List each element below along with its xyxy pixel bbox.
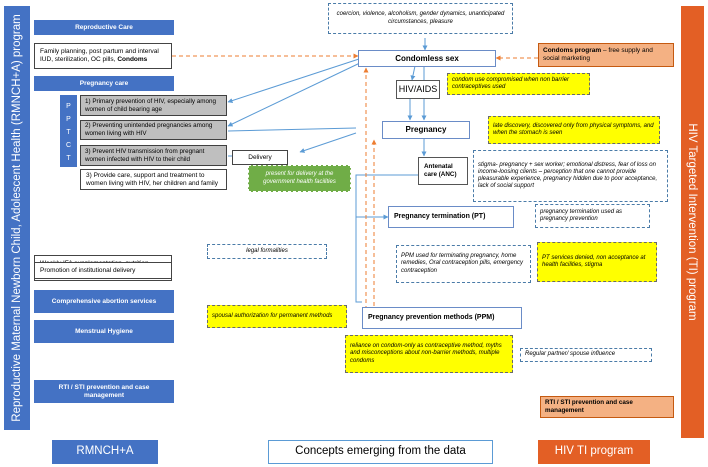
hiv-aids-box: HIV/AIDS [396,80,440,99]
pptct-letter: T [66,129,71,136]
pt-note: pregnancy termination used as pregnancy … [535,204,650,228]
present-for-delivery-note: present for delivery at the government h… [248,165,351,192]
connector-pregnancy-branches [355,174,418,303]
institutional-delivery-box: Promotion of institutional delivery [34,262,172,279]
footer-hiv-ti: HIV TI program [538,440,650,464]
condoms-program-label: Condoms program [543,47,602,55]
reproductive-care-header: Reproductive Care [34,20,174,35]
regular-partner-note: Regular partner/ spouse influence [520,348,652,362]
spousal-authorization-note: spousal authorization for permanent meth… [207,305,347,328]
rti-sti-left-box: RTI / STI prevention and case management [34,380,174,403]
connector-condomless-hiv [410,65,416,81]
connector-pregnancy-pptct [227,127,357,132]
pptct-letter: P [66,116,71,123]
pptct-letter: T [66,155,71,162]
pregnancy-box: Pregnancy [382,121,470,139]
stigma-note: stigma- pregnancy + sex worker; emotiona… [473,150,668,202]
pptct-band [60,95,77,167]
right-program-band [681,6,704,438]
pptct-item: 2) Preventing unintended pregnancies amo… [80,120,227,140]
pptct-item: 1) Primary prevention of HIV, especially… [80,95,227,116]
connector-condomless-pptct [227,57,363,103]
pregnancy-termination-box: Pregnancy termination (PT) [388,206,514,228]
legal-formalities-note: legal formalities [207,244,327,259]
footer-concepts: Concepts emerging from the data [268,440,493,464]
condoms-program-box: Condoms program – free supply and social… [538,43,674,67]
anc-box: Antenatal care (ANC) [418,157,468,185]
pptct-label: P P T C T [60,100,77,165]
rti-sti-right-box: RTI / STI prevention and case management [540,396,674,418]
footer-rmnch: RMNCH+A [52,440,158,464]
connector-pregnancy-delivery [299,132,357,153]
connector-condomless-pptct2 [227,61,363,127]
delivery-box: Delivery [232,150,288,165]
left-program-band [4,6,30,430]
condoms-program-text: Condoms program – free supply and social… [543,47,669,63]
pptct-letter: P [66,103,71,110]
reliance-note: reliance on condom-only as contraceptive… [345,335,513,373]
pregnancy-care-header: Pregnancy care [34,76,174,91]
pptct-care-box: 3) Provide care, support and treatment t… [80,169,227,190]
condoms-program-desc: – free supply and social marketing [543,47,653,62]
family-planning-box: Family planning, post partum and interva… [34,43,172,69]
ppm-box: Pregnancy prevention methods (PPM) [362,307,522,329]
family-planning-label: Family planning, post partum and interva… [40,48,159,63]
pptct-letter: C [65,142,72,149]
abortion-services-box: Comprehensive abortion services [34,290,174,313]
pptct-item: 3) Prevent HIV transmission from pregnan… [80,145,227,166]
condomless-sex-box: Condomless sex [358,50,496,67]
condom-use-note: condom use compromised when non barrier … [447,73,590,95]
ppm-note: PPM used for terminating pregnancy, home… [396,245,531,283]
pt-denied-note: PT services denied, non acceptance at he… [537,242,657,282]
menstrual-hygiene-box: Menstrual Hygiene [34,320,174,343]
late-discovery-note: late discovery, discovered only from phy… [488,116,660,144]
family-planning-text: Family planning, post partum and interva… [40,48,166,64]
family-planning-condoms: Condoms [117,56,148,63]
coercion-note: coercion, violence, alcoholism, gender d… [328,3,513,34]
